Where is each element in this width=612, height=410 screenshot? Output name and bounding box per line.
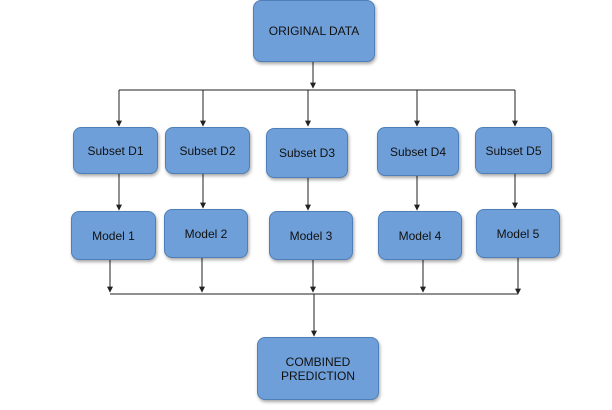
model-2-label: Model 2 — [184, 226, 228, 241]
model-5-label: Model 5 — [496, 226, 540, 241]
model-3-label: Model 3 — [289, 228, 333, 243]
subset-d5-label: Subset D5 — [485, 143, 542, 158]
model-4-label: Model 4 — [398, 228, 442, 243]
model-2-node: Model 2 — [164, 209, 248, 258]
original-data-node: ORIGINAL DATA — [253, 0, 375, 62]
model-4-node: Model 4 — [378, 211, 462, 260]
combined-prediction-label: COMBINED PREDICTION — [280, 354, 355, 383]
model-1-label: Model 1 — [92, 228, 135, 243]
subset-d4-label: Subset D4 — [389, 144, 447, 159]
subset-d2-node: Subset D2 — [165, 127, 250, 174]
subset-d4-node: Subset D4 — [377, 127, 459, 176]
subset-d3-node: Subset D3 — [266, 128, 348, 178]
subset-d1-label: Subset D1 — [87, 143, 144, 158]
combined-prediction-node: COMBINED PREDICTION — [257, 337, 379, 400]
model-5-node: Model 5 — [476, 209, 560, 258]
subset-d2-label: Subset D2 — [179, 143, 236, 158]
subset-d5-node: Subset D5 — [475, 127, 552, 174]
model-1-node: Model 1 — [71, 211, 156, 260]
subset-d3-label: Subset D3 — [278, 146, 336, 160]
subset-d1-node: Subset D1 — [73, 127, 158, 174]
original-data-label: ORIGINAL DATA — [268, 24, 360, 38]
model-3-node: Model 3 — [269, 211, 353, 260]
